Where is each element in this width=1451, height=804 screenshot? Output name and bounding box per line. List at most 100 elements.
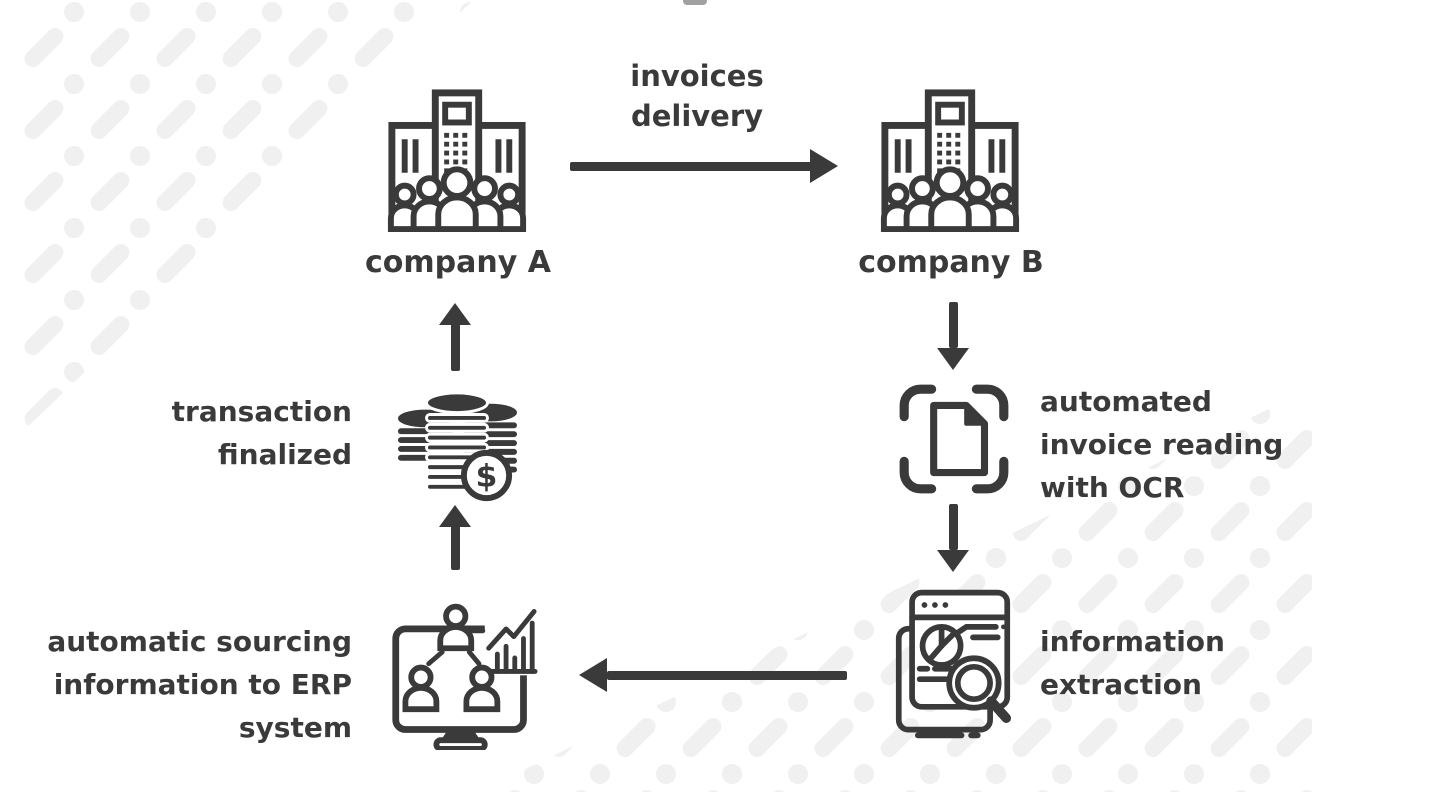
pattern-capsule (745, 426, 791, 473)
pattern-capsule (547, 426, 593, 473)
invoices-delivery-label: invoices delivery (630, 59, 764, 133)
pattern-capsule (1075, 714, 1121, 761)
pattern-capsule (613, 426, 659, 473)
pattern-dot (64, 362, 84, 382)
pattern-capsule (219, 24, 265, 71)
pattern-capsule (21, 24, 67, 71)
pattern-dot (788, 620, 808, 640)
pattern-dot (788, 692, 808, 712)
pattern-dot (328, 362, 348, 382)
company-a-building-icon (383, 84, 531, 232)
pattern-capsule (87, 312, 133, 359)
pattern-capsule (21, 96, 67, 143)
arrow-transaction-to-a-head (439, 303, 471, 325)
pattern-dot (524, 476, 544, 496)
erp-step-label: automatic sourcing information to ERP sy… (47, 625, 352, 744)
arrow-erp-to-transaction-shaft (451, 526, 460, 570)
pattern-capsule (483, 312, 488, 359)
pattern-capsule (1207, 714, 1253, 761)
arrow-ocr-to-extraction-head (937, 550, 969, 572)
pattern-dot (64, 74, 84, 94)
pattern-capsule (417, 24, 463, 71)
pattern-capsule (1207, 570, 1253, 617)
pattern-dot (590, 476, 610, 496)
pattern-capsule (87, 24, 133, 71)
pattern-capsule (547, 786, 593, 792)
pattern-dot (656, 404, 676, 424)
data-extraction-magnifier-icon (891, 585, 1015, 742)
pattern-capsule (1141, 786, 1187, 792)
pattern-capsule (745, 498, 791, 545)
pattern-dot (656, 764, 676, 784)
pattern-dot (854, 404, 874, 424)
arrow-extraction-to-erp-shaft (607, 671, 847, 680)
pattern-capsule (285, 168, 331, 215)
pattern-capsule (679, 570, 725, 617)
pattern-dot (394, 290, 414, 310)
pattern-dot (590, 764, 610, 784)
pattern-capsule (153, 168, 199, 215)
pattern-capsule (1075, 570, 1121, 617)
company-b-building-icon (876, 84, 1024, 232)
pattern-capsule (811, 426, 857, 473)
pattern-dot (788, 548, 808, 568)
pattern-dot (328, 74, 348, 94)
ocr-step-label: automated invoice reading with OCR (1040, 385, 1284, 504)
pattern-capsule (153, 240, 199, 287)
pattern-capsule (613, 570, 659, 617)
pattern-capsule (219, 312, 265, 359)
pattern-dot (262, 146, 282, 166)
pattern-dot (722, 548, 742, 568)
pattern-capsule (87, 240, 133, 287)
pattern-capsule (285, 312, 331, 359)
pattern-dot (64, 218, 84, 238)
pattern-dot (394, 362, 414, 382)
pattern-capsule (87, 168, 133, 215)
pattern-dot (920, 764, 940, 784)
pattern-capsule (1273, 570, 1312, 617)
pattern-dot (656, 476, 676, 496)
pattern-capsule (745, 570, 791, 617)
pattern-capsule (1009, 714, 1055, 761)
pattern-dot (1184, 764, 1204, 784)
arrow-a-to-b-head (810, 149, 838, 183)
pattern-capsule (679, 388, 725, 401)
pattern-dot (788, 764, 808, 784)
extraction-step-label: information extraction (1040, 625, 1225, 701)
pattern-dot (328, 290, 348, 310)
arrow-a-to-b-shaft (570, 162, 812, 171)
pattern-capsule (481, 498, 527, 545)
company-a-label: company A (365, 245, 551, 280)
pattern-capsule (21, 384, 67, 431)
pattern-capsule (877, 786, 923, 792)
pattern-capsule (811, 498, 857, 545)
pattern-capsule (613, 714, 659, 761)
pattern-capsule (745, 642, 791, 689)
pattern-capsule (21, 240, 67, 287)
pattern-dot (854, 764, 874, 784)
pattern-dot (460, 2, 480, 22)
pattern-dot (1052, 548, 1072, 568)
pattern-dot (524, 404, 544, 424)
pattern-dot (64, 146, 84, 166)
pattern-capsule (613, 388, 659, 401)
pattern-dot (524, 764, 544, 784)
pattern-dot (328, 218, 348, 238)
pattern-capsule (285, 240, 331, 287)
pattern-capsule (1141, 570, 1187, 617)
pattern-capsule (1009, 570, 1055, 617)
pattern-dot (656, 548, 676, 568)
pattern-dot (788, 404, 808, 424)
pattern-capsule (679, 498, 725, 545)
pattern-capsule (679, 426, 725, 473)
pattern-dot (656, 692, 676, 712)
pattern-dot (854, 692, 874, 712)
pattern-capsule (547, 714, 593, 761)
pattern-dot (854, 548, 874, 568)
pattern-capsule (679, 786, 725, 792)
pattern-capsule (481, 786, 527, 792)
pattern-capsule (679, 714, 725, 761)
pattern-capsule (1009, 786, 1055, 792)
pattern-capsule (811, 642, 857, 689)
pattern-dot (130, 146, 150, 166)
